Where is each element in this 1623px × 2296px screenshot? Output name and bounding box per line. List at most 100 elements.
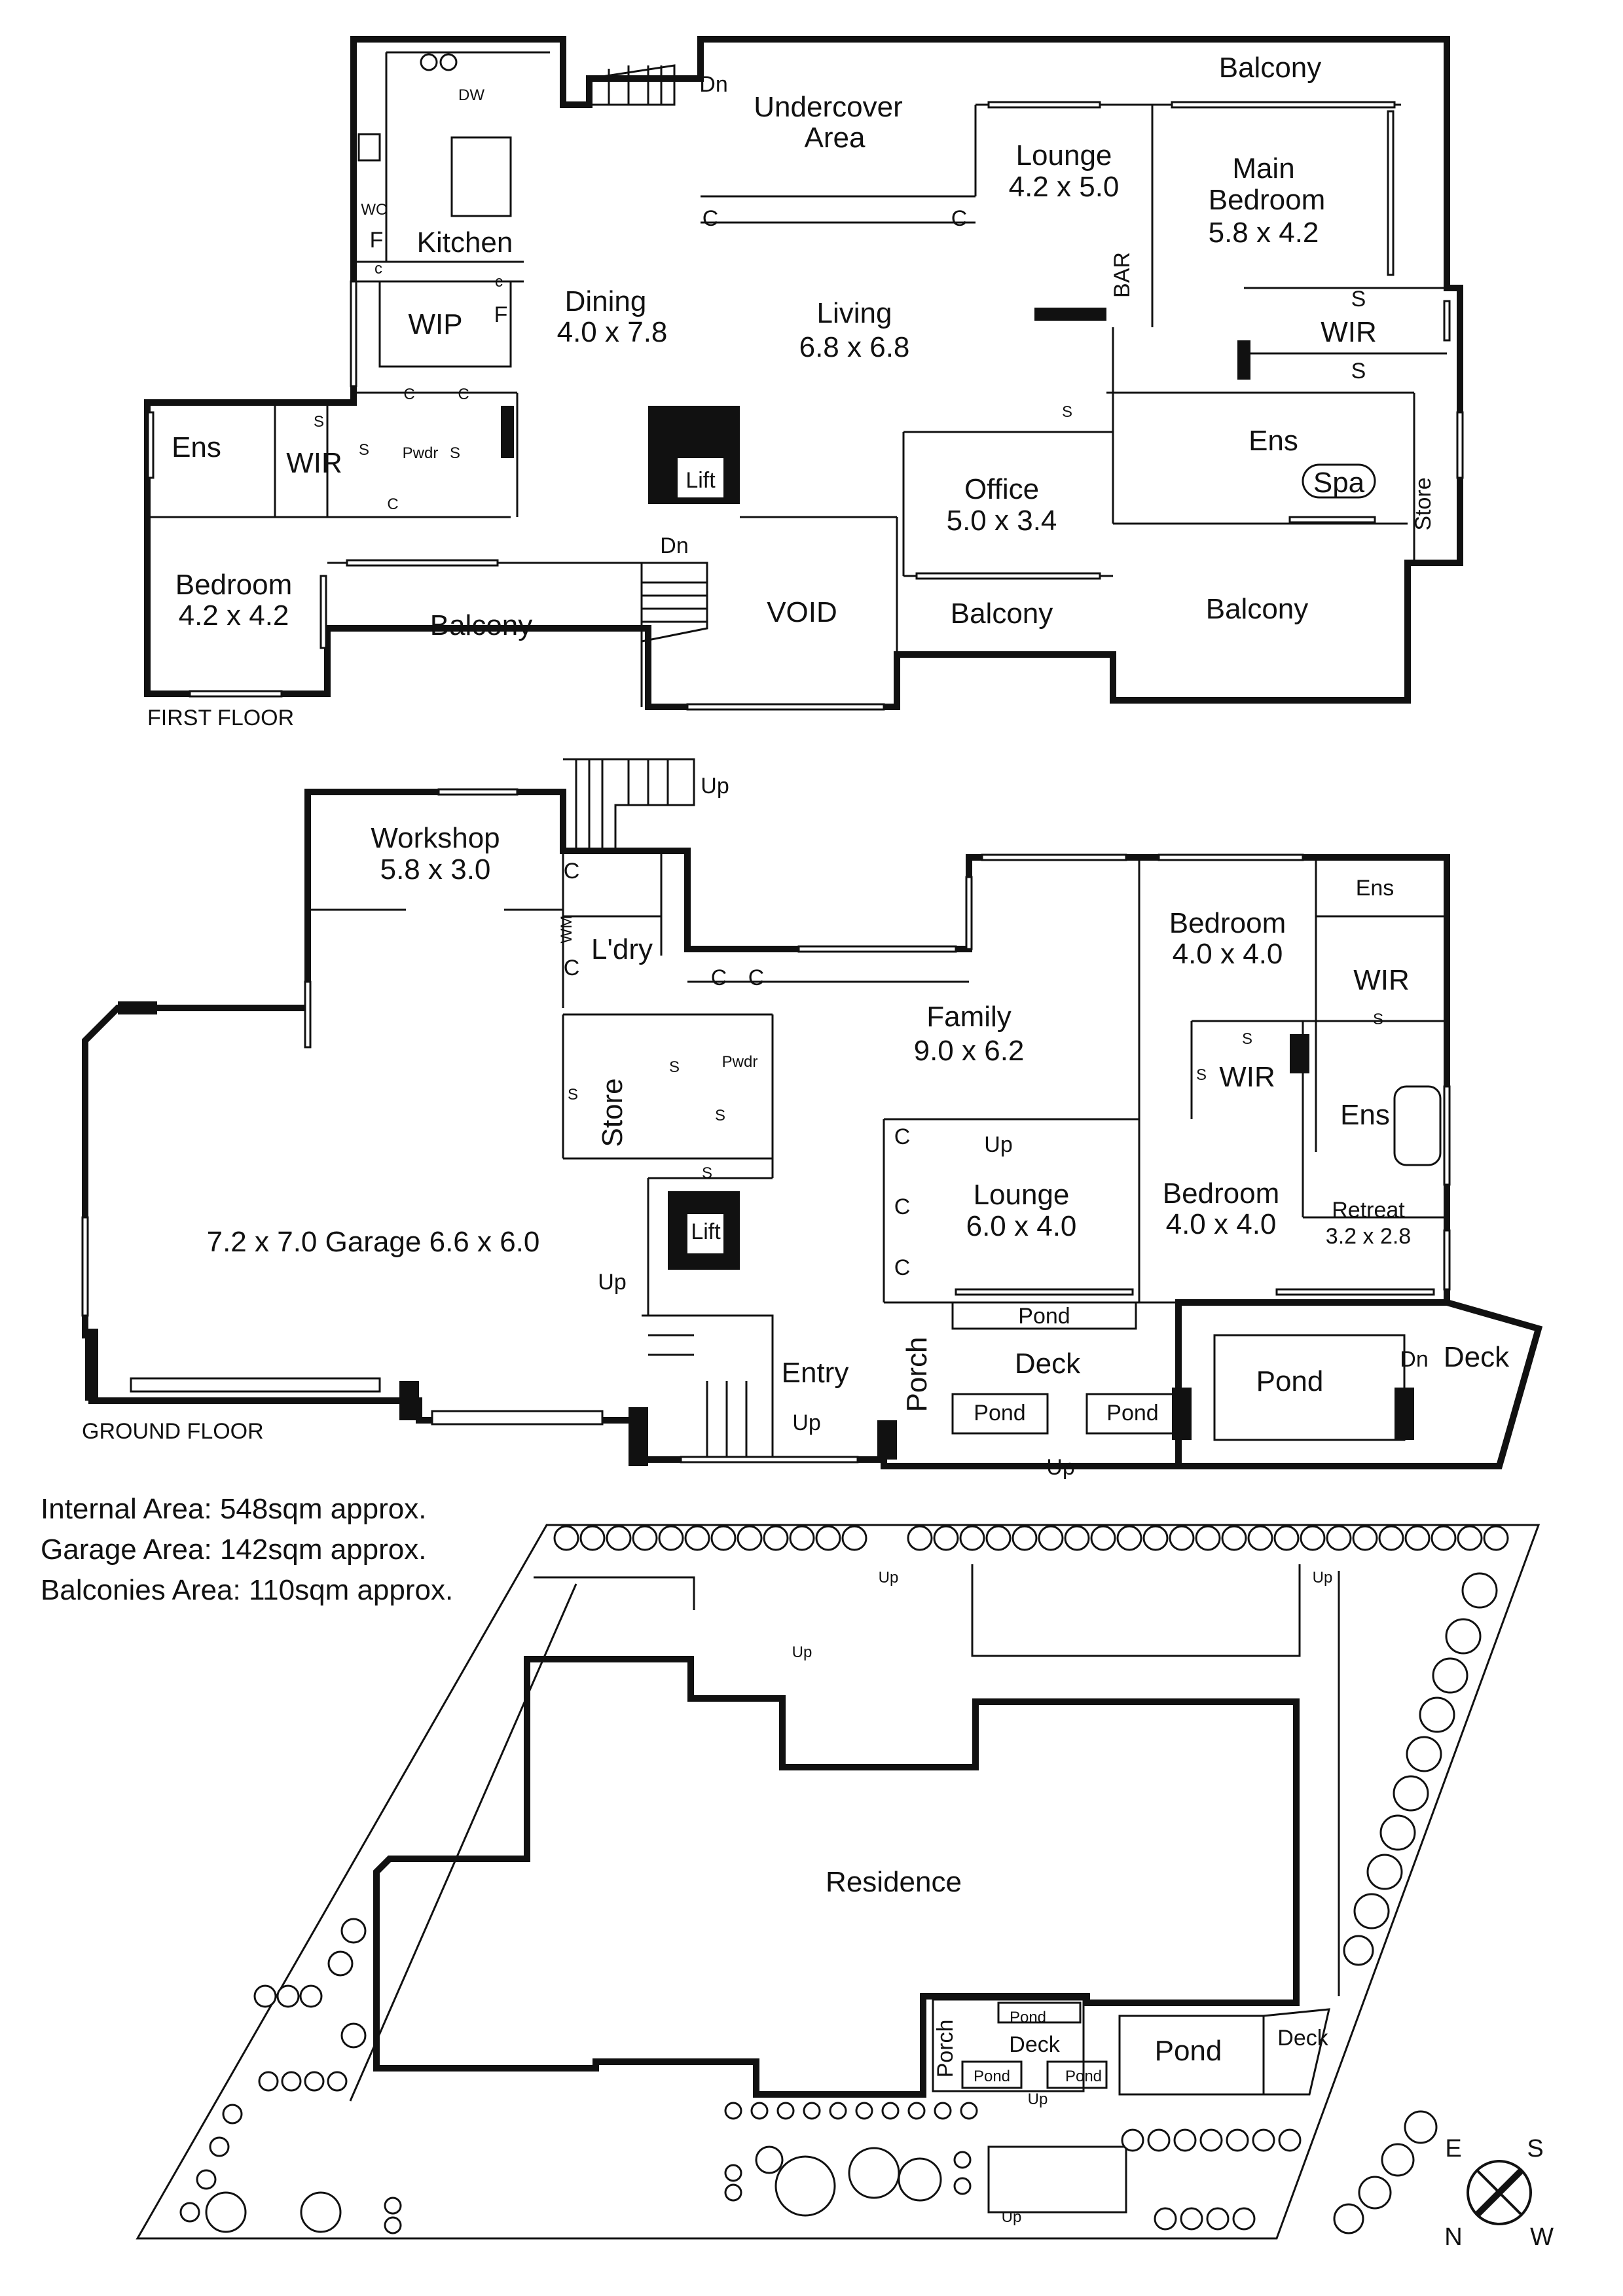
wall-block <box>877 1420 897 1460</box>
window <box>346 559 499 567</box>
site-up-deck-label: Up <box>1028 2090 1048 2108</box>
window <box>319 575 327 649</box>
retreat-dimensions: 3.2 x 2.8 <box>1326 1224 1411 1249</box>
balconies-area-text: Balconies Area: 110sqm approx. <box>41 1574 453 1606</box>
window <box>189 690 283 698</box>
site-path-diagonal <box>349 1583 577 2102</box>
balcony-label: Balcony <box>1219 52 1322 84</box>
family-dimensions: 9.0 x 6.2 <box>914 1035 1025 1067</box>
pond-top <box>951 1301 1137 1330</box>
wall-block <box>1034 308 1106 321</box>
store-label-ground: Store <box>596 1078 629 1147</box>
window <box>680 1456 859 1463</box>
walk-in-robe-b-label: WIR <box>1219 1061 1275 1093</box>
site-steps <box>987 2145 1127 2214</box>
workshop-label: Workshop <box>371 822 500 854</box>
pond-left <box>951 1393 1049 1435</box>
office-label: Office <box>964 473 1039 505</box>
balcony-main-label: Balcony <box>1206 593 1309 625</box>
kitchen-bench <box>385 51 550 262</box>
shelf-label: S <box>669 1058 680 1076</box>
stairs-down-label-2: Dn <box>660 533 688 558</box>
wall-block <box>399 1381 419 1420</box>
cupboard-label: C <box>387 495 398 513</box>
window <box>1158 853 1304 861</box>
site-pond-left <box>961 2060 1023 2089</box>
spa-tub <box>1302 463 1376 499</box>
garage-area-text: Garage Area: 142sqm approx. <box>41 1534 426 1566</box>
stairs-mid <box>641 562 708 643</box>
shelf-label: S <box>450 444 460 462</box>
shelf-label: S <box>1242 1030 1252 1048</box>
window <box>955 1288 1134 1296</box>
hedge-right <box>1343 1572 1498 1966</box>
window <box>431 1410 604 1426</box>
window <box>965 876 973 950</box>
window <box>1443 1229 1451 1291</box>
hedge-top <box>553 1525 1509 1551</box>
shelf-label: S <box>1373 1011 1383 1028</box>
powder-room-label: Pwdr <box>403 444 439 462</box>
wall-block <box>118 1001 157 1014</box>
kitchen-island <box>450 136 512 217</box>
dining-dimensions: 4.0 x 7.8 <box>557 316 668 348</box>
compass-north-label: N <box>1444 2223 1462 2251</box>
site-path <box>534 1576 695 1610</box>
lift-car-ground <box>687 1214 723 1253</box>
ensuite-label: Ens <box>1249 425 1298 457</box>
deck-right-label: Deck <box>1444 1341 1510 1373</box>
shelf-label: S <box>314 413 324 431</box>
lounge-ground-dimensions: 6.0 x 4.0 <box>966 1210 1077 1242</box>
window <box>797 945 957 953</box>
stairs-up-entry-label: Up <box>792 1410 820 1435</box>
cupboard-label: C <box>951 206 968 231</box>
cupboard-label: c <box>495 273 503 291</box>
deck-label: Deck <box>1015 1348 1081 1380</box>
shelf-label: S <box>1351 287 1366 312</box>
wall-block <box>1172 1388 1192 1440</box>
window <box>81 1216 89 1317</box>
cupboard-label: C <box>564 956 580 980</box>
lounge-label: Lounge <box>1016 139 1112 171</box>
bedroom-left-dimensions: 4.2 x 4.2 <box>179 600 289 632</box>
ground-floor-outer-wall <box>82 789 1450 1469</box>
internal-area-text: Internal Area: 548sqm approx. <box>41 1493 426 1525</box>
shelf-label: S <box>1196 1066 1207 1084</box>
site-pond <box>1118 2015 1265 2096</box>
spa-label: Spa <box>1313 467 1365 499</box>
lounge-ground-label: Lounge <box>974 1179 1070 1211</box>
shelf-label: S <box>715 1107 725 1124</box>
walk-in-robe-label-left: WIR <box>286 447 342 479</box>
undercover-label: Undercover <box>754 91 902 123</box>
compass-south-label: S <box>1527 2135 1543 2162</box>
window <box>350 280 357 387</box>
pond-left-label: Pond <box>974 1401 1025 1426</box>
bedroom-a-dimensions: 4.0 x 4.0 <box>1173 938 1283 970</box>
site-porch-label: Porch <box>933 2020 958 2078</box>
cupboard-label: C <box>894 1255 911 1280</box>
window <box>915 572 1101 580</box>
wall-block <box>501 406 514 458</box>
sink-left-icon <box>420 53 438 71</box>
wall-block <box>1237 340 1250 380</box>
lift-car <box>678 458 723 497</box>
window <box>1275 1288 1435 1296</box>
window <box>1171 101 1396 109</box>
deck-right-outline <box>1178 1299 1543 1469</box>
washing-machine-label: WM <box>558 916 575 944</box>
shelf-label: S <box>1351 359 1366 384</box>
powder-room-ground-label: Pwdr <box>722 1053 758 1071</box>
residence-label: Residence <box>826 1866 962 1898</box>
bedroom-left-label: Bedroom <box>175 569 293 601</box>
fridge-label: F <box>370 228 384 253</box>
dining-label: Dining <box>565 285 647 317</box>
cupboard-label: C <box>894 1194 911 1219</box>
stairs-down-deck-label: Dn <box>1400 1347 1428 1372</box>
compass-east-label: E <box>1445 2135 1461 2162</box>
ground-floor-caption: GROUND FLOOR <box>82 1419 264 1444</box>
pond-right-label: Pond <box>1106 1401 1158 1426</box>
site-up-label: Up <box>879 1569 899 1587</box>
window <box>147 411 155 479</box>
window <box>987 101 1101 109</box>
office-dimensions: 5.0 x 3.4 <box>947 505 1057 537</box>
